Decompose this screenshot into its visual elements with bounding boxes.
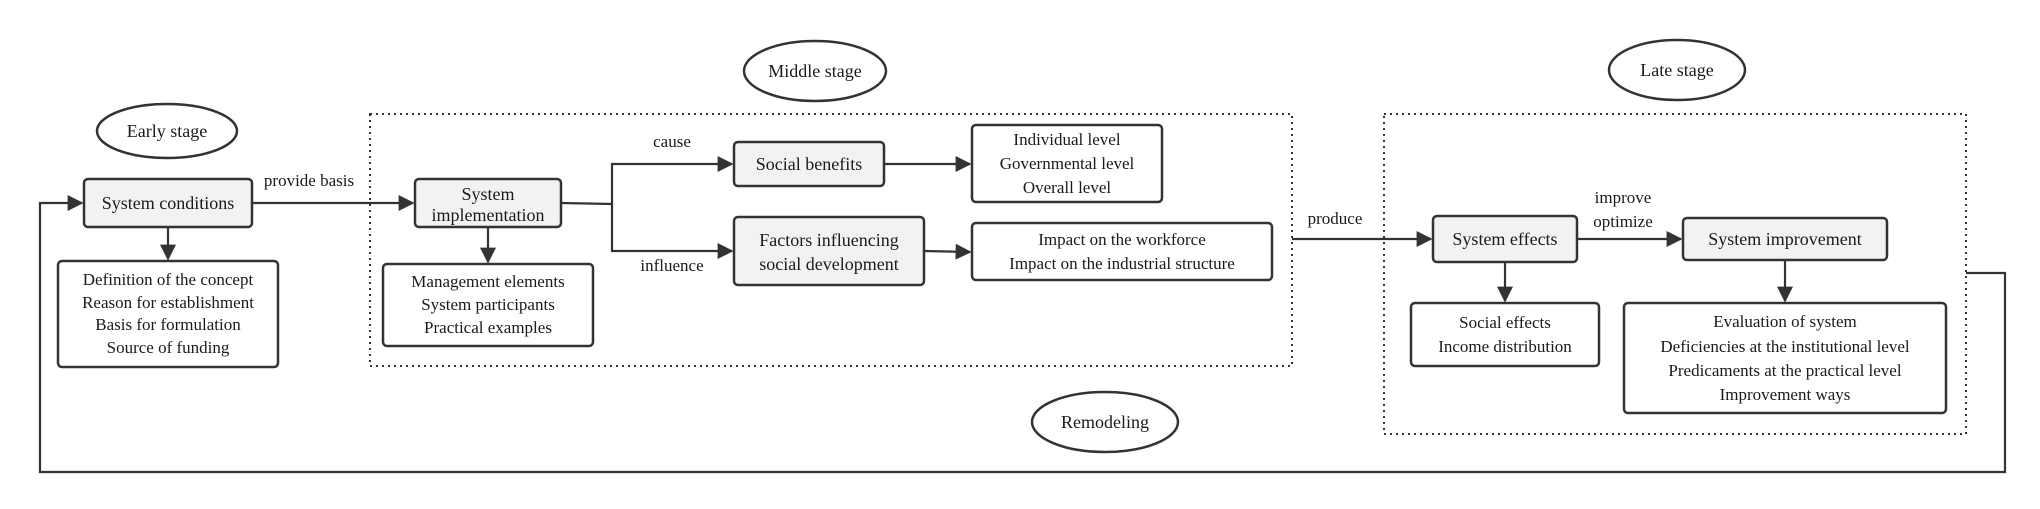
svg-text:social development: social development: [759, 254, 898, 274]
social-benefits-node: Social benefits: [732, 140, 886, 188]
svg-text:Social effects: Social effects: [1459, 313, 1551, 332]
late-stage-frame: [1383, 113, 1967, 435]
system-conditions-node: System conditions: [82, 177, 254, 229]
implementation-details-box: Management elements System participants …: [381, 262, 595, 348]
factors-node: Factors influencing social development: [732, 215, 926, 287]
arrow-cause: [560, 156, 734, 206]
svg-text:Governmental level: Governmental level: [1000, 154, 1135, 173]
middle-stage-frame: [369, 113, 1293, 367]
middle-stage-label: Middle stage: [768, 61, 861, 81]
influence-label: influence: [640, 256, 703, 275]
svg-text:Basis for formulation: Basis for formulation: [95, 315, 241, 334]
svg-text:Income distribution: Income distribution: [1438, 337, 1572, 356]
cause-label: cause: [653, 132, 691, 151]
late-stage-ellipse: Late stage: [1607, 38, 1747, 102]
svg-text:Management elements: Management elements: [411, 272, 564, 291]
svg-text:Factors influencing: Factors influencing: [759, 230, 898, 250]
system-improvement-node: System improvement: [1681, 216, 1889, 262]
svg-text:Source of funding: Source of funding: [107, 338, 230, 357]
svg-text:Definition of the concept: Definition of the concept: [83, 270, 254, 289]
system-implementation-node: System implementation: [413, 177, 563, 229]
svg-text:Individual level: Individual level: [1013, 130, 1120, 149]
svg-text:System improvement: System improvement: [1708, 229, 1861, 249]
svg-text:Improvement ways: Improvement ways: [1720, 385, 1851, 404]
system-effects-node: System effects: [1431, 214, 1579, 264]
improvement-details-box: Evaluation of system Deficiencies at the…: [1622, 301, 1948, 415]
svg-text:Reason for establishment: Reason for establishment: [82, 293, 254, 312]
svg-text:System conditions: System conditions: [102, 193, 235, 213]
svg-text:Evaluation of system: Evaluation of system: [1713, 312, 1857, 331]
arrow-impacts: [923, 243, 972, 260]
improve-label: improve: [1595, 188, 1652, 207]
svg-text:System participants: System participants: [421, 295, 555, 314]
svg-text:implementation: implementation: [432, 205, 545, 225]
provide-basis-label: provide basis: [264, 171, 354, 190]
early-stage-label: Early stage: [127, 121, 207, 141]
remodeling-label: Remodeling: [1061, 412, 1149, 432]
svg-text:Impact on the workforce: Impact on the workforce: [1038, 230, 1206, 249]
impacts-box: Impact on the workforce Impact on the in…: [970, 221, 1274, 282]
remodeling-ellipse: Remodeling: [1030, 390, 1180, 454]
early-stage-ellipse: Early stage: [95, 102, 239, 160]
middle-stage-ellipse: Middle stage: [742, 39, 888, 103]
arrow-influence: [610, 204, 734, 259]
svg-text:Impact on the industrial struc: Impact on the industrial structure: [1009, 254, 1235, 273]
produce-label: produce: [1308, 209, 1363, 228]
svg-text:Overall level: Overall level: [1023, 178, 1112, 197]
late-stage-label: Late stage: [1640, 60, 1713, 80]
feedback-loop-arrow: [38, 195, 2007, 474]
conditions-details-box: Definition of the concept Reason for est…: [56, 259, 280, 369]
svg-text:Predicaments at the practical: Predicaments at the practical level: [1668, 361, 1901, 380]
svg-text:System: System: [461, 184, 514, 204]
benefit-levels-box: Individual level Governmental level Over…: [970, 123, 1164, 204]
svg-text:System effects: System effects: [1452, 229, 1557, 249]
effects-details-box: Social effects Income distribution: [1409, 301, 1601, 368]
optimize-label: optimize: [1593, 212, 1652, 231]
svg-text:Deficiencies at the institutio: Deficiencies at the institutional level: [1660, 337, 1910, 356]
svg-text:Practical examples: Practical examples: [424, 318, 552, 337]
svg-text:Social benefits: Social benefits: [756, 154, 862, 174]
